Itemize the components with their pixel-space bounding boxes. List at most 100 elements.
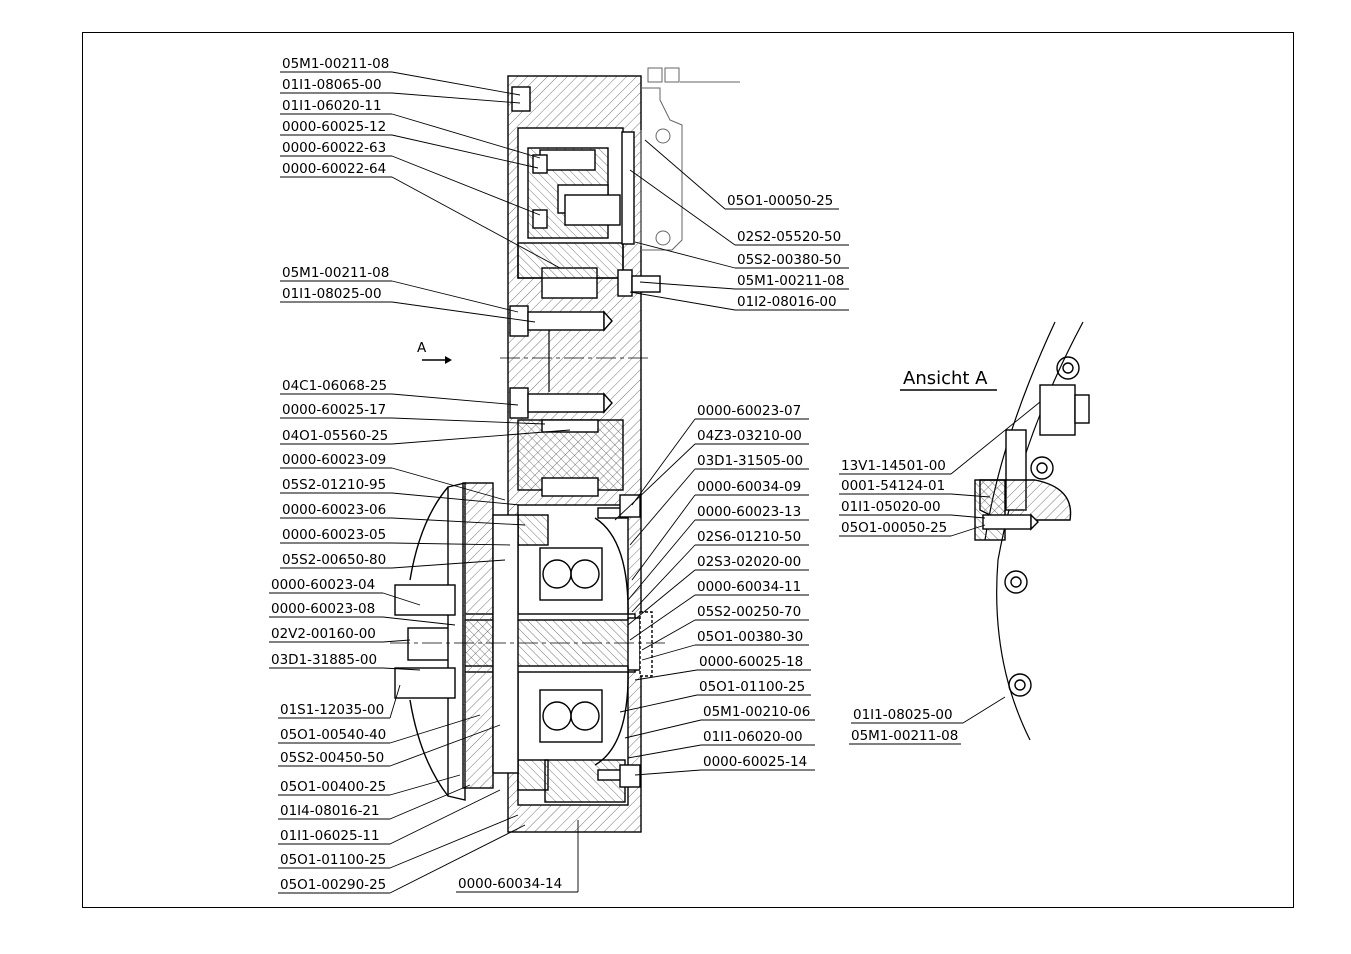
left-label-4-leader [391, 134, 539, 169]
leader-lines [382, 71, 1041, 894]
left-label-3: 01I1-06020-11 [282, 98, 382, 114]
right-label-7: 04Z3-03210-00 [697, 428, 802, 444]
right-label-12-leader [627, 569, 696, 626]
view-title: Ansicht A [903, 368, 988, 389]
right-label-9: 0000-60034-09 [697, 479, 801, 495]
right-label-6: 0000-60023-07 [697, 403, 801, 419]
view-label-1: 13V1-14501-00 [841, 458, 946, 474]
left-label-2-leader [391, 92, 521, 104]
part-labels: 05M1-00211-08 01I1-08065-00 01I1-06020-11 0… [269, 56, 963, 894]
left-label-7: 05M1-00211-08 [282, 265, 389, 281]
right-label-3: 05S2-00380-50 [737, 252, 841, 268]
left-label-28-leader [389, 824, 526, 894]
right-label-20-leader [634, 769, 702, 776]
left-label-23-leader [389, 724, 501, 767]
right-label-20: 0000-60025-14 [703, 754, 807, 770]
left-label-26-leader [389, 789, 501, 845]
left-label-13-leader [391, 492, 521, 506]
left-label-1-leader [391, 71, 521, 96]
right-label-10-leader [627, 519, 696, 601]
right-label-18-leader [624, 719, 702, 739]
left-label-18: 0000-60023-08 [271, 601, 375, 617]
left-label-14-leader [391, 517, 526, 526]
right-label-19: 01I1-06020-00 [703, 729, 803, 745]
right-label-16-leader [634, 669, 698, 681]
right-label-4: 05M1-00211-08 [737, 273, 844, 289]
right-label-11: 02S6-01210-50 [697, 529, 801, 545]
left-label-15-leader [391, 542, 511, 546]
view-label-2-leader [950, 493, 991, 498]
view-arrow-a: A [417, 340, 452, 364]
left-label-16-leader [391, 559, 506, 569]
left-label-14: 0000-60023-06 [282, 502, 386, 518]
right-label-5-leader [629, 291, 736, 311]
left-label-2: 01I1-08065-00 [282, 77, 382, 93]
right-label-6-leader [631, 418, 696, 506]
left-label-11-leader [391, 429, 571, 445]
view-label-4-leader [950, 524, 986, 537]
drawing-frame [82, 32, 1294, 908]
left-label-3-leader [391, 113, 541, 159]
left-label-20-leader [382, 667, 421, 671]
left-label-27: 05O1-01100-25 [280, 852, 386, 868]
left-label-24-leader [389, 774, 461, 796]
left-label-9: 04C1-06068-25 [282, 378, 387, 394]
right-label-9-leader [631, 494, 696, 581]
right-label-14: 05S2-00250-70 [697, 604, 801, 620]
right-label-3-leader [634, 241, 736, 269]
ansicht-a-view [974, 321, 1090, 741]
view-label-2: 0001-54124-01 [841, 478, 945, 494]
right-label-8-leader [629, 468, 696, 546]
view-label-3-leader [950, 514, 986, 519]
right-label-11-leader [631, 544, 696, 613]
left-label-16: 05S2-00650-80 [282, 552, 386, 568]
view-label-5-leader [962, 696, 1006, 724]
right-label-16: 0000-60025-18 [699, 654, 803, 670]
left-label-8-leader [391, 301, 536, 323]
right-label-18: 05M1-00210-06 [703, 704, 810, 720]
left-label-21: 01S1-12035-00 [280, 702, 384, 718]
right-label-10: 0000-60023-13 [697, 504, 801, 520]
right-label-8: 03D1-31505-00 [697, 453, 803, 469]
view-label-6: 05M1-00211-08 [851, 728, 958, 744]
left-label-21-leader [389, 684, 401, 719]
right-label-1-leader [644, 139, 726, 210]
left-label-18-leader [382, 616, 456, 626]
left-label-9-leader [391, 393, 519, 406]
left-label-25: 01I4-08016-21 [280, 803, 380, 819]
left-label-19: 02V2-00160-00 [271, 626, 376, 642]
left-label-1: 05M1-00211-08 [282, 56, 389, 72]
main-section-view [390, 75, 665, 833]
right-label-13: 0000-60034-11 [697, 579, 801, 595]
view-label-3: 01I1-05020-00 [841, 499, 941, 515]
left-label-22-leader [389, 714, 481, 744]
left-label-28: 05O1-00290-25 [280, 877, 386, 893]
right-label-2-leader [629, 169, 736, 246]
left-label-8: 01I1-08025-00 [282, 286, 382, 302]
left-label-10: 0000-60025-17 [282, 402, 386, 418]
bottom-label: 0000-60034-14 [458, 876, 562, 892]
right-label-14-leader [641, 619, 696, 651]
left-label-27-leader [389, 814, 519, 869]
left-label-26: 01I1-06025-11 [280, 828, 380, 844]
left-label-6-leader [391, 176, 561, 269]
left-label-24: 05O1-00400-25 [280, 779, 386, 795]
left-label-5: 0000-60022-63 [282, 140, 386, 156]
left-label-17: 0000-60023-04 [271, 577, 375, 593]
right-label-7-leader [614, 443, 696, 521]
left-label-25-leader [389, 784, 471, 820]
left-label-22: 05O1-00540-40 [280, 727, 386, 743]
right-label-2: 02S2-05520-50 [737, 229, 841, 245]
view-label-1-leader [950, 401, 1041, 475]
left-label-4: 0000-60025-12 [282, 119, 386, 135]
left-label-6: 0000-60022-64 [282, 161, 386, 177]
phantom-outline [640, 67, 740, 251]
right-label-5: 01I2-08016-00 [737, 294, 837, 310]
right-label-15-leader [641, 644, 696, 661]
left-label-7-leader [391, 280, 519, 313]
view-arrow-label: A [417, 340, 427, 356]
left-label-23: 05S2-00450-50 [280, 750, 384, 766]
left-label-20: 03D1-31885-00 [271, 652, 377, 668]
right-label-1: 05O1-00050-25 [727, 193, 833, 209]
